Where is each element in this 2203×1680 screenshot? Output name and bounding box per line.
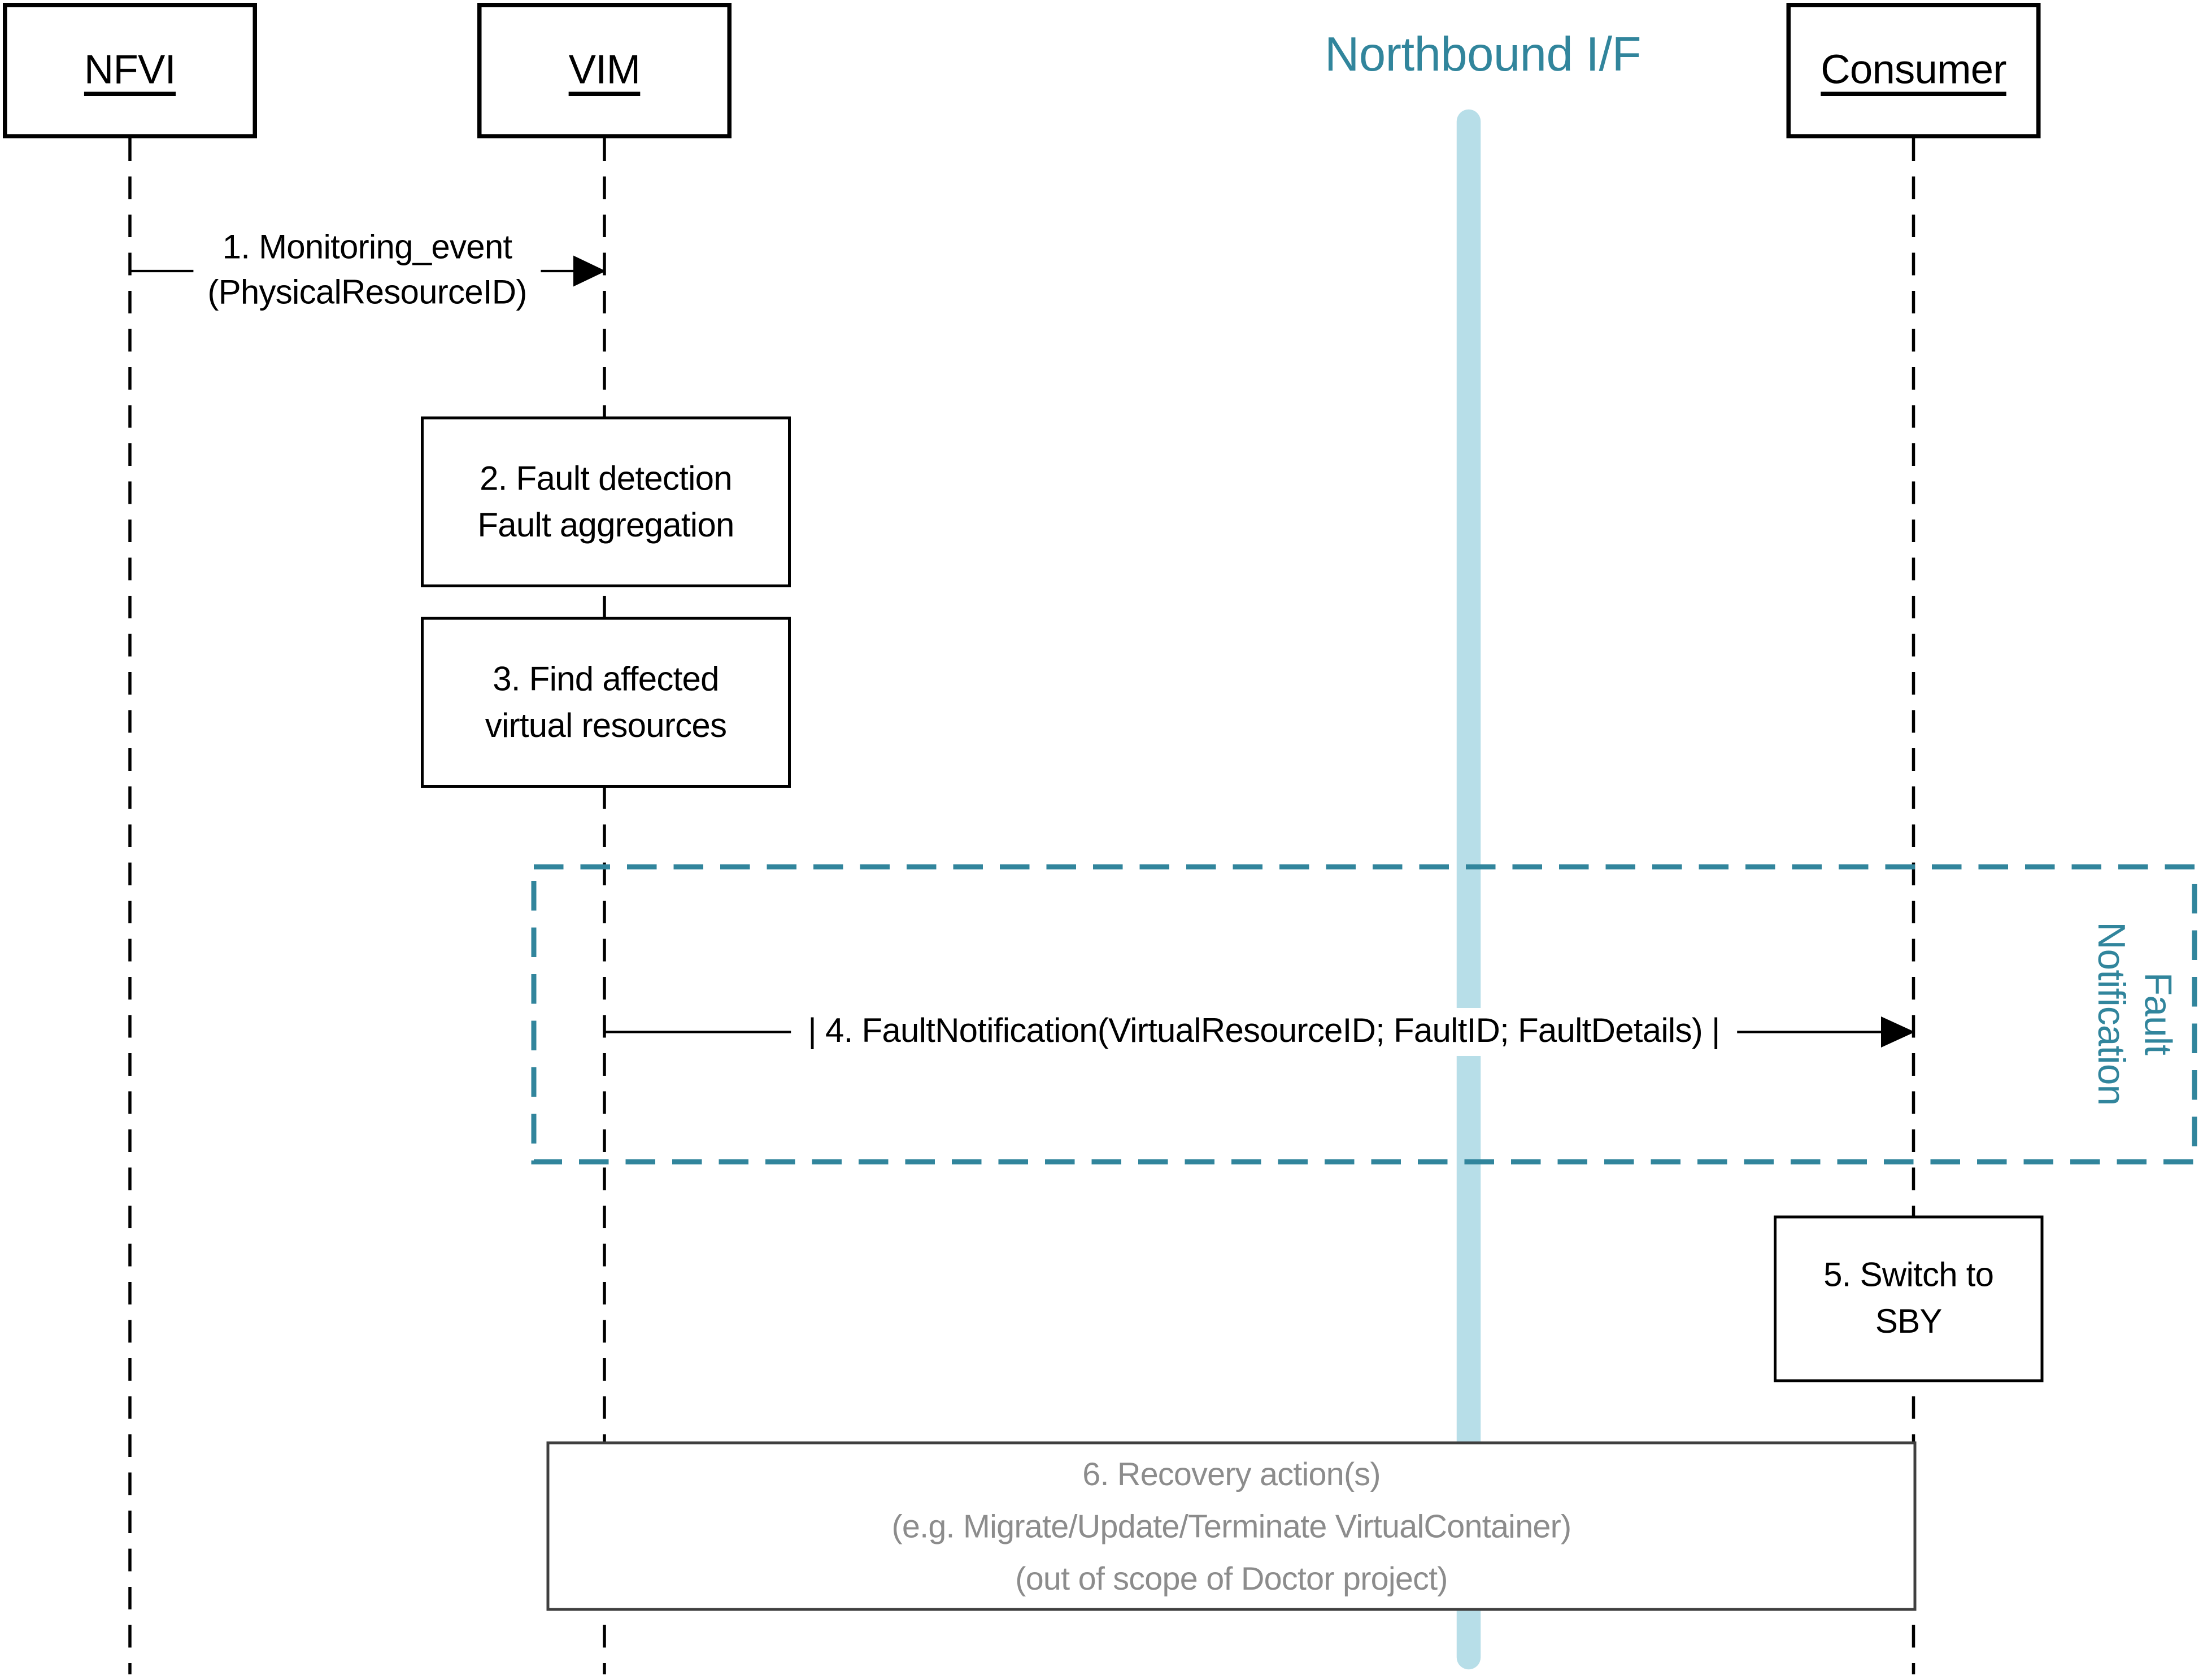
message1-arrowhead-icon (573, 255, 606, 287)
actor-vim-label: VIM (568, 47, 641, 93)
actor-consumer-label: Consumer (1821, 47, 2006, 93)
actor-nfvi-label: NFVI (84, 47, 176, 93)
actor-nfvi: NFVI (3, 3, 257, 138)
message4-arrowhead-icon (1881, 1016, 1915, 1048)
message4-label: | 4. FaultNotification(VirtualResourceID… (791, 1008, 1737, 1056)
northbound-interface-title: Northbound I/F (1325, 28, 1642, 82)
actor-vim: VIM (477, 3, 732, 138)
recovery-actions-line3: (out of scope of Doctor project) (1015, 1559, 1448, 1596)
activity-switch-to-sby-line1: 5. Switch to (1823, 1256, 1994, 1295)
activity-find-affected-line2: virtual resources (485, 706, 727, 745)
recovery-actions-line1: 6. Recovery action(s) (1082, 1455, 1381, 1492)
fault-notification-group-label-line1: Fault (2136, 972, 2179, 1055)
message1-label-line1: 1. Monitoring_event (222, 229, 513, 267)
activity-fault-detection-line2: Fault aggregation (477, 506, 734, 544)
activity-fault-detection-line1: 2. Fault detection (480, 459, 733, 498)
fault-notification-group-label-line2: Notification (2090, 922, 2132, 1106)
message1-label-line2: (PhysicalResourceID) (207, 274, 527, 312)
activity-find-affected-resources: 3. Find affected virtual resources (421, 617, 791, 788)
activity-find-affected-line1: 3. Find affected (493, 660, 719, 699)
actor-consumer: Consumer (1786, 3, 2041, 138)
activity-switch-to-sby: 5. Switch to SBY (1774, 1215, 2044, 1382)
recovery-actions-line2: (e.g. Migrate/Update/Terminate VirtualCo… (891, 1507, 1571, 1544)
activity-switch-to-sby-line2: SBY (1875, 1303, 1943, 1342)
fault-notification-group-label: Fault Notification (2084, 891, 2180, 1137)
activity-fault-detection: 2. Fault detection Fault aggregation (421, 416, 791, 587)
recovery-actions-box: 6. Recovery action(s) (e.g. Migrate/Upda… (546, 1441, 1917, 1611)
message1-label: 1. Monitoring_event (PhysicalResourceID) (193, 224, 541, 318)
